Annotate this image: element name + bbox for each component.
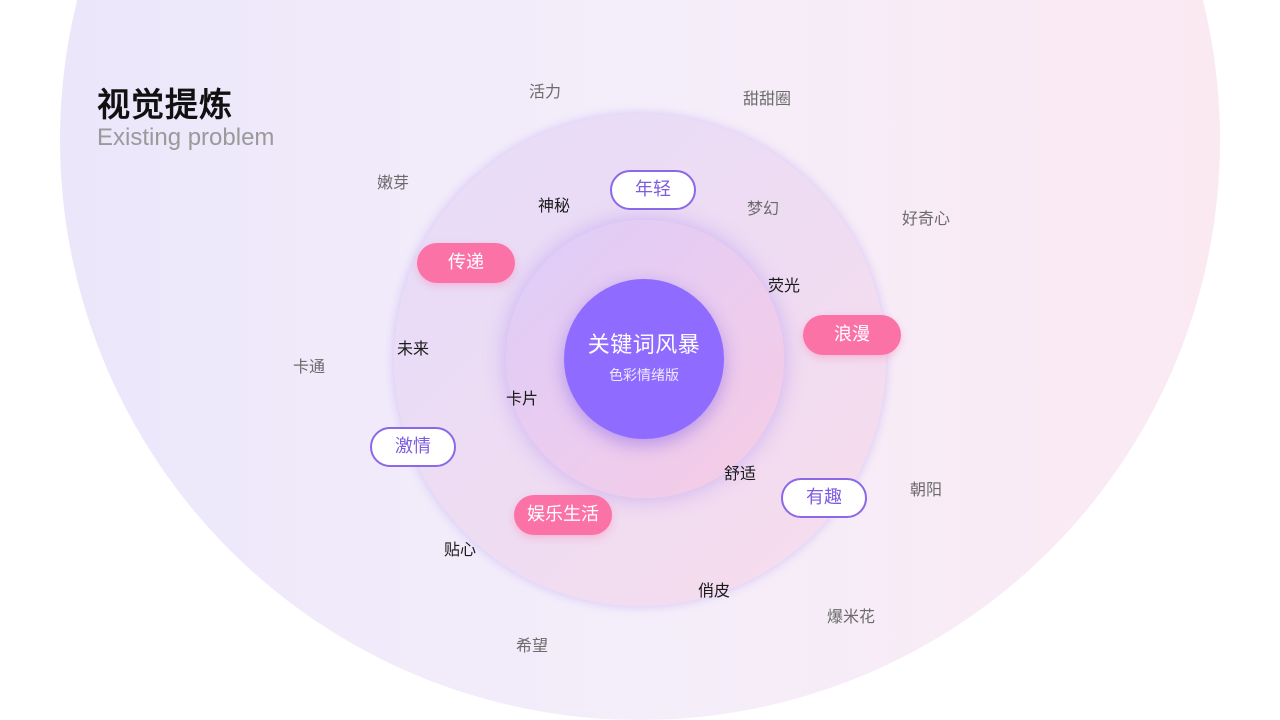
keyword-yingguang: 荧光 <box>767 276 801 295</box>
keyword-huoli: 活力 <box>528 82 562 101</box>
page-subtitle: Existing problem <box>97 124 275 151</box>
keyword-kapian: 卡片 <box>505 389 539 408</box>
keyword-zhaoyang: 朝阳 <box>909 480 943 499</box>
keyword-qiaopi: 俏皮 <box>697 581 731 600</box>
keyword-pill-nianqing: 年轻 <box>610 170 696 210</box>
keyword-baomihua: 爆米花 <box>826 607 876 626</box>
center-title: 关键词风暴 <box>587 333 701 358</box>
keyword-pill-chuandi: 传递 <box>417 243 515 283</box>
keyword-xiwang: 希望 <box>515 636 549 655</box>
center-circle: 关键词风暴 色彩情绪版 <box>564 279 724 439</box>
keyword-pill-yulehenghuo: 娱乐生活 <box>514 495 612 535</box>
keyword-pill-langman: 浪漫 <box>803 315 901 355</box>
keyword-katong: 卡通 <box>292 357 326 376</box>
keyword-tiexin: 贴心 <box>443 540 477 559</box>
keyword-shushi: 舒适 <box>723 464 757 483</box>
keyword-menghuan: 梦幻 <box>746 199 780 218</box>
keyword-pill-jiqing: 激情 <box>370 427 456 467</box>
keyword-nenya: 嫩芽 <box>376 173 410 192</box>
keyword-tiantianquan: 甜甜圈 <box>742 89 792 108</box>
keyword-pill-youqu: 有趣 <box>781 478 867 518</box>
center-subtitle: 色彩情绪版 <box>609 368 679 384</box>
keyword-haoqixin: 好奇心 <box>901 209 951 228</box>
page-title: 视觉提炼 <box>97 85 233 124</box>
keyword-shenmi: 神秘 <box>537 196 571 215</box>
keyword-weilai: 未来 <box>396 339 430 358</box>
